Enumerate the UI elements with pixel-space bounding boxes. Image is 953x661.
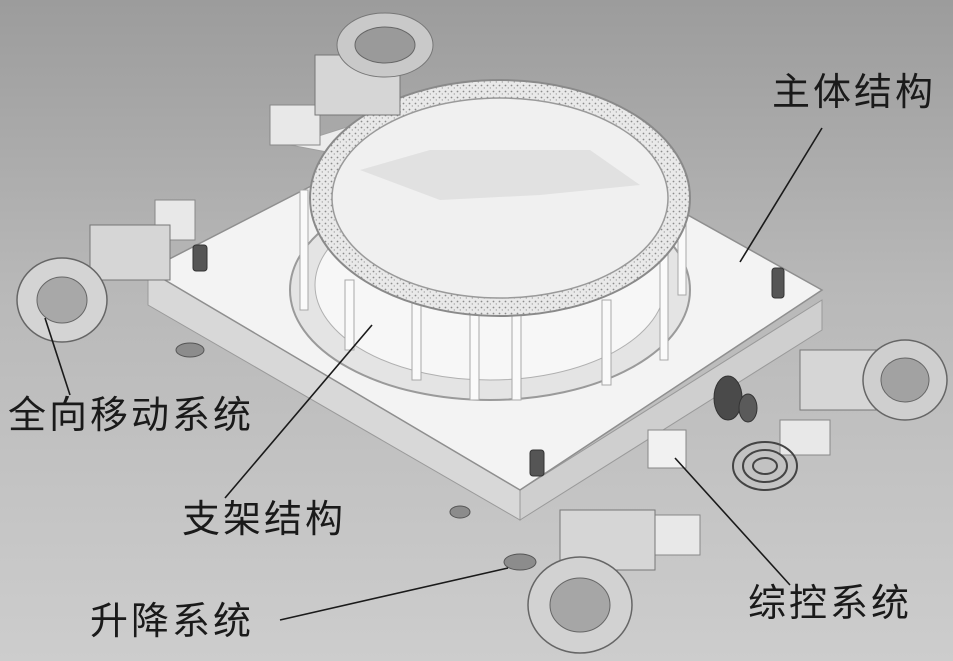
- omni-wheel-left: [16, 199, 196, 343]
- label-lift-system: 升降系统: [90, 599, 255, 643]
- leader-frame: [224, 324, 373, 499]
- platform-fixtures: [192, 244, 785, 477]
- omni-wheel-right: [779, 339, 948, 456]
- omni-wheel-front: [527, 509, 701, 654]
- leader-lift: [279, 567, 509, 621]
- top-ring-hole: [331, 97, 669, 299]
- label-frame-structure: 支架结构: [182, 497, 347, 541]
- ring-interior-shade: [360, 150, 640, 200]
- leader-control: [674, 457, 791, 586]
- omni-wheel-rear: [269, 12, 434, 146]
- leader-lines: [44, 127, 823, 621]
- lift-feet: [175, 342, 537, 571]
- label-omni-system: 全向移动系统: [8, 393, 255, 437]
- leader-main: [739, 127, 823, 263]
- label-control-system: 综控系统: [748, 581, 913, 625]
- leader-omni: [44, 317, 71, 396]
- control-unit: [647, 375, 798, 491]
- label-main-structure: 主体结构: [772, 70, 937, 114]
